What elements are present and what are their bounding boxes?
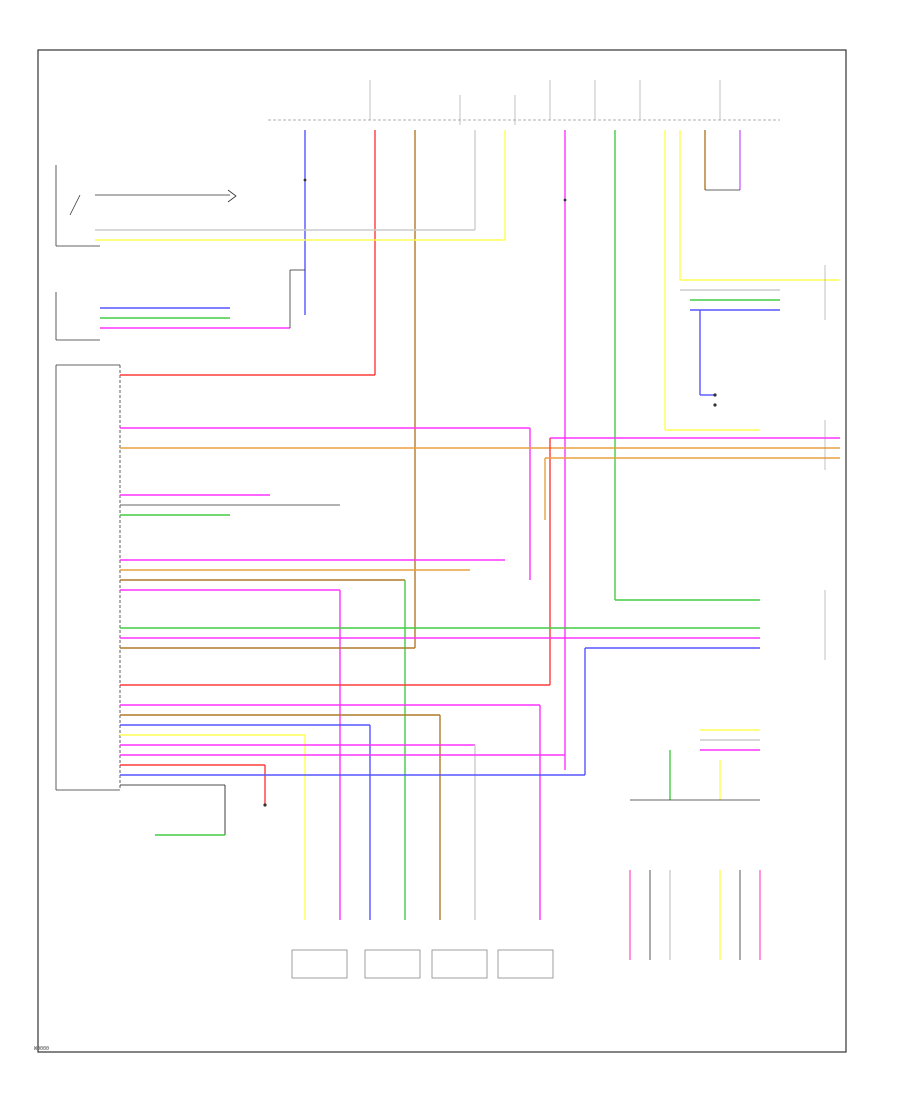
diagram-frame <box>37 49 847 1053</box>
junction-dots <box>263 178 717 807</box>
right-connectors <box>615 265 840 960</box>
main-module <box>55 364 121 791</box>
bottom-speakers <box>291 949 554 979</box>
top-fuse-panel <box>268 80 780 125</box>
left-top-switch <box>55 165 237 247</box>
module-wires <box>120 374 840 920</box>
top-vertical-wires <box>304 130 741 770</box>
page-code: W0000 <box>34 1046 50 1052</box>
left-mid-wires <box>100 269 305 329</box>
left-mid-connector <box>55 292 100 341</box>
left-top-wires <box>95 229 505 241</box>
